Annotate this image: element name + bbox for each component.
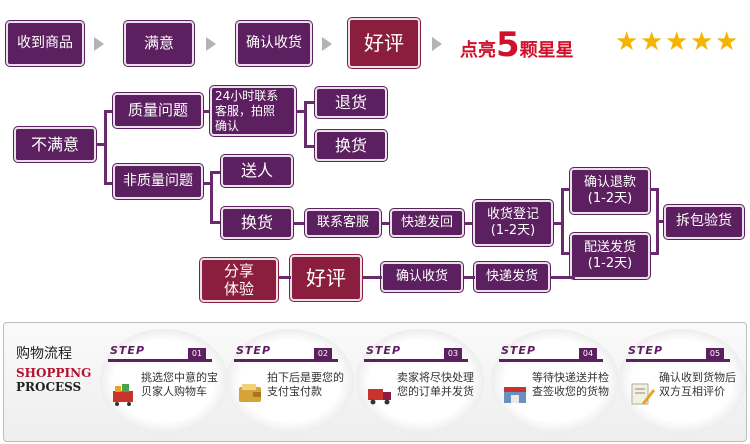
step-text: 拍下后是要您的支付宝付款 [267,371,344,398]
receipt-register-box: 收货登记(1-2天) [473,200,553,246]
wallet-icon [239,384,261,402]
share-experience-box: 分享体验 [200,258,278,302]
satisfied-box: 满意 [124,21,194,66]
panel-title-cn: 购物流程 [16,346,72,362]
step-number: 03 [444,348,462,360]
star-icon: ★ [615,27,639,57]
express-back-box: 快递发回 [390,209,464,237]
step-label: STEP [501,344,537,357]
store-icon [504,387,526,403]
exchange-box: 换货 [315,130,387,161]
step-number: 05 [706,348,724,360]
step-card: STEP 05 确认收到货物后双方互相评价 [618,329,746,433]
light-stars-text: 点亮 5 颗星星 [460,25,574,65]
step-card: STEP 04 等待快递送并检查签收您的货物 [491,329,619,433]
return-flow-diagram: 收到商品 满意 确认收货 好评 点亮 5 颗星星 ★★★★★ 不满意 质量问题 … [6,18,744,302]
gift-box: 送人 [221,155,293,187]
exchange-box-2: 换货 [221,207,293,239]
review-icon [631,383,655,405]
unpack-inspect-box: 拆包验货 [664,205,744,239]
step-text: 确认收到货物后双方互相评价 [659,371,736,398]
step-number: 02 [314,348,332,360]
truck-icon [368,389,391,405]
contact-cs-box: 联系客服 [305,209,381,237]
step-text: 等待快递送并检查签收您的货物 [532,371,609,398]
step-card: STEP 02 拍下后是要您的支付宝付款 [226,329,354,433]
star-icon: ★ [640,27,664,57]
confirm-receipt-box: 确认收货 [236,21,312,66]
star-icon: ★ [715,27,739,57]
redeliver-box: 配送发货(1-2天) [570,233,650,279]
step-text: 挑选您中意的宝贝家人购物车 [141,371,218,398]
panel-title-en2: PROCESS [16,380,82,394]
arrow-icon [206,37,216,51]
panel-title-en1: SHOPPING [16,366,92,380]
step-label: STEP [628,344,664,357]
non-quality-issue-box: 非质量问题 [113,164,203,199]
express-ship-box: 快递发货 [474,262,550,292]
step-number: 01 [188,348,206,360]
step-number: 04 [579,348,597,360]
step-card: STEP 01 挑选您中意的宝贝家人购物车 [100,329,228,433]
shopping-process-panel: 购物流程 SHOPPING PROCESS STEP 01 挑选您中意的宝贝家人… [3,322,747,442]
confirm-receipt-box-2: 确认收货 [381,262,463,292]
contact-service-box: 24小时联系客服，拍照确认 [210,86,296,136]
step-label: STEP [236,344,272,357]
step-card: STEP 03 卖家将尽快处理您的订单并发货 [356,329,484,433]
unsatisfied-box: 不满意 [14,127,96,162]
good-review-box-2: 好评 [290,255,362,301]
confirm-refund-box: 确认退款(1-2天) [570,168,650,214]
step-label: STEP [366,344,402,357]
step-label: STEP [110,344,146,357]
arrow-icon [94,37,104,51]
arrow-icon [432,37,442,51]
panel-title: 购物流程 SHOPPING PROCESS [16,343,91,394]
arrow-icon [322,37,332,51]
cart-icon [113,384,133,406]
star-icon: ★ [690,27,714,57]
received-goods-box: 收到商品 [6,21,84,66]
good-review-box: 好评 [348,18,420,68]
return-box: 退货 [315,87,387,118]
star-icon: ★ [665,27,689,57]
quality-issue-box: 质量问题 [113,93,203,128]
step-text: 卖家将尽快处理您的订单并发货 [397,371,474,398]
